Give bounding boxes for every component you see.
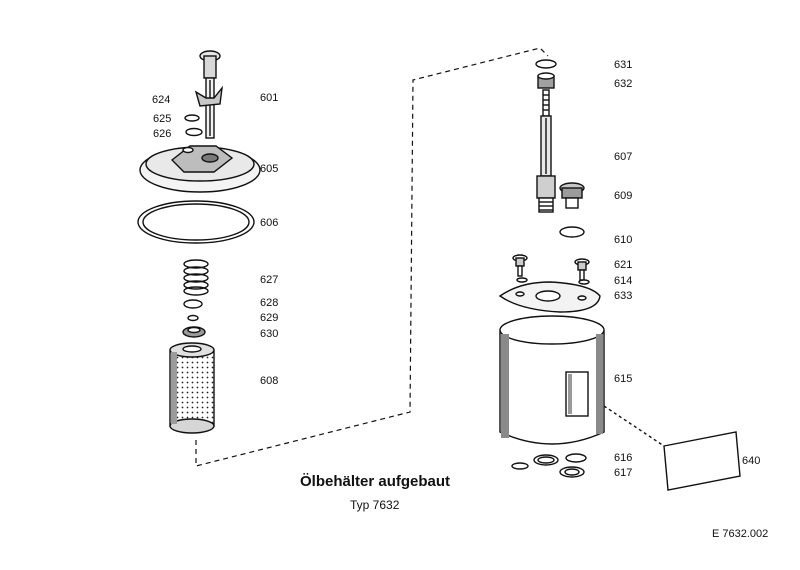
label-624: 624: [152, 94, 170, 106]
part-629-ring: [187, 314, 199, 322]
label-628: 628: [260, 297, 278, 309]
drawing-code: E 7632.002: [712, 528, 768, 540]
label-608: 608: [260, 375, 278, 387]
part-607-stud: [536, 89, 556, 213]
part-624-wing-nut: [194, 85, 224, 107]
label-629: 629: [260, 312, 278, 324]
part-640-plate: [603, 405, 741, 491]
label-621: 621: [614, 259, 632, 271]
label-627: 627: [260, 274, 278, 286]
part-621-screws: [512, 254, 590, 281]
part-633-flange-gasket: [498, 281, 601, 313]
part-609-plug: [559, 182, 585, 209]
label-606: 606: [260, 217, 278, 229]
assembly-connector-dashed-line: [195, 47, 549, 467]
part-610-washer: [559, 226, 585, 238]
label-633: 633: [614, 290, 632, 302]
label-610: 610: [614, 234, 632, 246]
part-614-lock-washers: [516, 277, 590, 285]
part-631-washer: [535, 59, 557, 69]
label-615: 615: [614, 373, 632, 385]
label-625: 625: [153, 113, 171, 125]
label-601: 601: [260, 92, 278, 104]
part-632-nut: [537, 72, 555, 89]
part-606-gasket: [137, 200, 255, 244]
part-630-cap: [182, 326, 206, 338]
part-628-washer: [183, 299, 203, 309]
diagram-subtitle: Typ 7632: [350, 498, 400, 512]
label-626: 626: [153, 128, 171, 140]
label-640: 640: [742, 455, 760, 467]
label-616: 616: [614, 452, 632, 464]
label-609: 609: [614, 190, 632, 202]
label-605: 605: [260, 163, 278, 175]
part-616-617-rings: [511, 453, 587, 478]
part-627-spring: [183, 259, 209, 296]
part-605-lid: [139, 145, 261, 193]
part-615-tank: [499, 315, 605, 445]
part-626-washer: [185, 127, 203, 137]
label-607: 607: [614, 151, 632, 163]
label-631: 631: [614, 59, 632, 71]
label-632: 632: [614, 78, 632, 90]
part-601-dipstick: [199, 50, 221, 139]
diagram-title: Ölbehälter aufgebaut: [300, 473, 450, 490]
label-630: 630: [260, 328, 278, 340]
part-608-filter-cartridge: [169, 342, 215, 434]
part-625-washer: [184, 114, 200, 122]
label-617: 617: [614, 467, 632, 479]
label-614: 614: [614, 275, 632, 287]
